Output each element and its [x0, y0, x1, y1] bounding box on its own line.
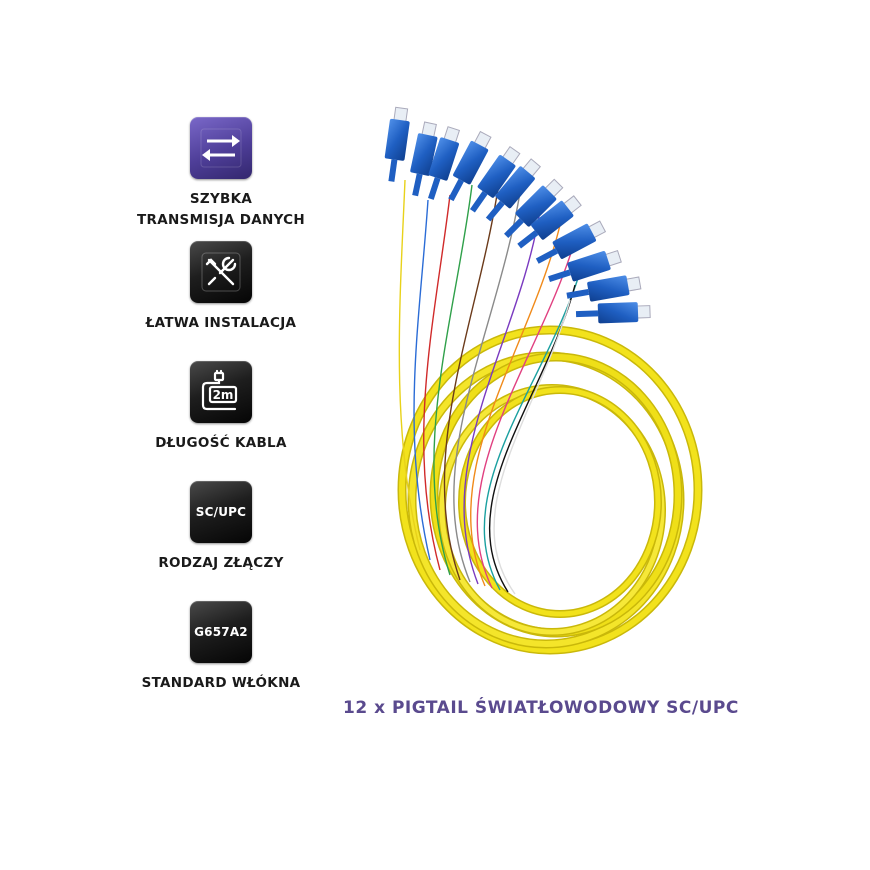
- connector-type-text: SC/UPC: [195, 505, 247, 519]
- cable-length-value: 2m: [213, 388, 234, 402]
- label-line: RODZAJ ZŁĄCZY: [158, 555, 284, 571]
- feature-connector-type: SC/UPC RODZAJ ZŁĄCZY: [118, 481, 324, 574]
- transfer-arrows-icon: [200, 128, 242, 168]
- label-line: TRANSMISJA DANYCH: [137, 212, 305, 228]
- label-line: ŁATWA INSTALACJA: [145, 315, 297, 331]
- feature-label: RODZAJ ZŁĄCZY: [158, 553, 283, 574]
- feature-cable-length: 2m DŁUGOŚĆ KABLA: [118, 361, 324, 454]
- pigtail-cable-image: [384, 106, 703, 655]
- label-line: STANDARD WŁÓKNA: [141, 675, 301, 691]
- feature-label: SZYBKA TRANSMISJA DANYCH: [137, 189, 305, 231]
- feature-label: DŁUGOŚĆ KABLA: [155, 433, 286, 454]
- sc-connectors: [384, 106, 651, 324]
- feature-easy-installation: ŁATWA INSTALACJA: [118, 241, 324, 334]
- tools-icon: [201, 252, 241, 292]
- label-line: DŁUGOŚĆ KABLA: [155, 435, 287, 451]
- product-caption: 12 x PIGTAIL ŚWIATŁOWODOWY SC/UPC: [343, 698, 739, 718]
- feature-tile: G657A2: [190, 601, 252, 663]
- fiber-standard-text: G657A2: [194, 625, 248, 639]
- cable-length-icon: 2m: [201, 369, 238, 411]
- feature-label: ŁATWA INSTALACJA: [146, 313, 297, 334]
- feature-tile: SC/UPC: [190, 481, 252, 543]
- yellow-cable-coils: [397, 325, 703, 655]
- label-line: SZYBKA: [189, 191, 253, 207]
- colored-fibers: [398, 174, 583, 595]
- feature-fiber-standard: G657A2 STANDARD WŁÓKNA: [118, 601, 324, 694]
- feature-fast-transmission: SZYBKA TRANSMISJA DANYCH: [118, 117, 324, 231]
- feature-label: STANDARD WŁÓKNA: [142, 673, 301, 694]
- feature-tile: 2m: [190, 361, 252, 423]
- feature-tile: [190, 241, 252, 303]
- feature-tile: [190, 117, 252, 179]
